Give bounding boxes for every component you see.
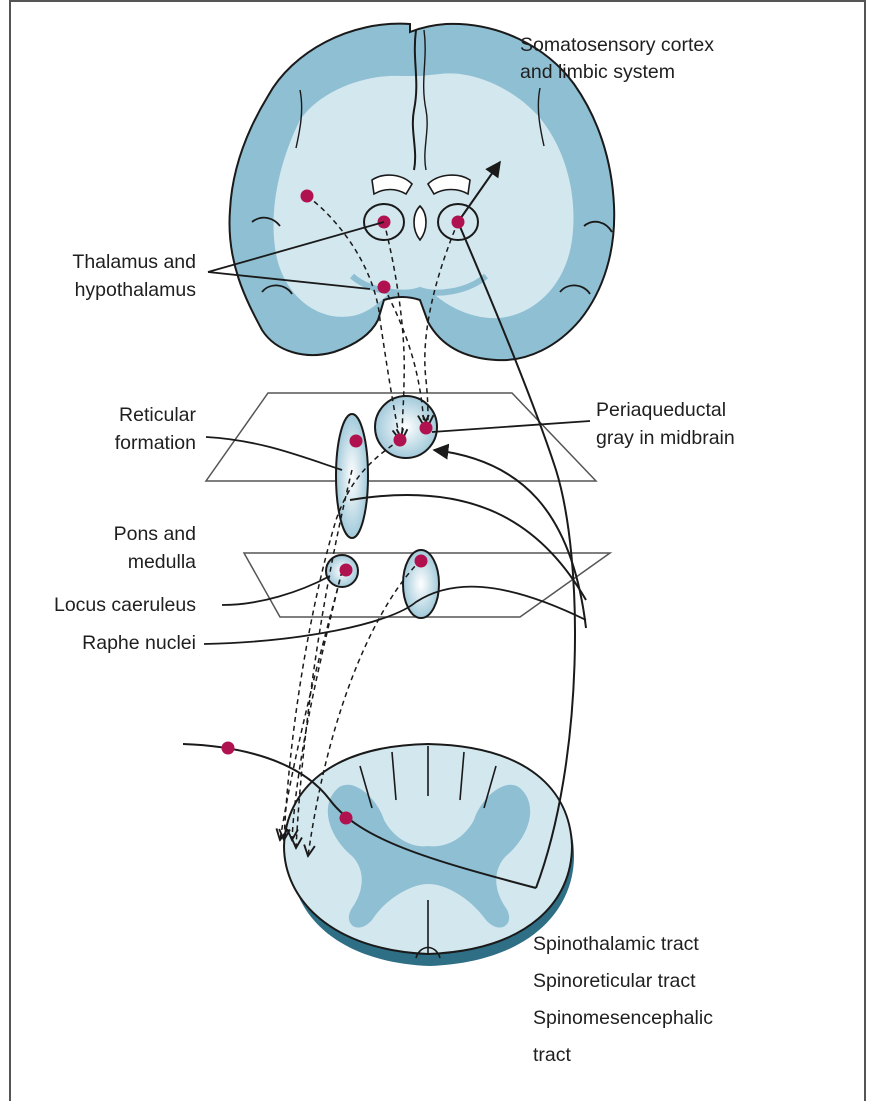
locus-dot [340, 564, 353, 577]
reticular-dot [350, 435, 363, 448]
label-tract-3a: Spinomesencephalic [533, 1007, 713, 1029]
label-cortex-1: Somatosensory cortex [520, 34, 714, 56]
label-reticular-1: Reticular [119, 404, 196, 426]
pag-dot-1 [394, 434, 407, 447]
label-pag-2: gray in midbrain [596, 427, 735, 449]
label-raphe: Raphe nuclei [82, 632, 196, 654]
label-reticular-2: formation [115, 432, 196, 454]
label-thalamus-1: Thalamus and [72, 251, 196, 273]
label-tract-1: Spinothalamic tract [533, 933, 699, 955]
label-pons-2: medulla [128, 551, 196, 573]
label-thalamus-2: hypothalamus [75, 279, 197, 301]
pag-dot-2 [420, 422, 433, 435]
reticular-formation [336, 414, 368, 538]
brain-white-matter [273, 73, 573, 318]
dorsal-horn-dot [340, 812, 353, 825]
label-pons-1: Pons and [114, 523, 196, 545]
raphe-dot [415, 555, 428, 568]
afferent-dot [222, 742, 235, 755]
label-locus: Locus caeruleus [54, 594, 196, 616]
thalamus-right-dot [452, 216, 465, 229]
label-pag-1: Periaqueductal [596, 399, 726, 421]
cortex-dot [301, 190, 314, 203]
hypothalamus-dot [378, 281, 391, 294]
label-cortex-2: and limbic system [520, 61, 675, 83]
label-tract-3b: tract [533, 1044, 572, 1066]
label-tract-2: Spinoreticular tract [533, 970, 696, 992]
spinal-cord-section [284, 744, 574, 966]
